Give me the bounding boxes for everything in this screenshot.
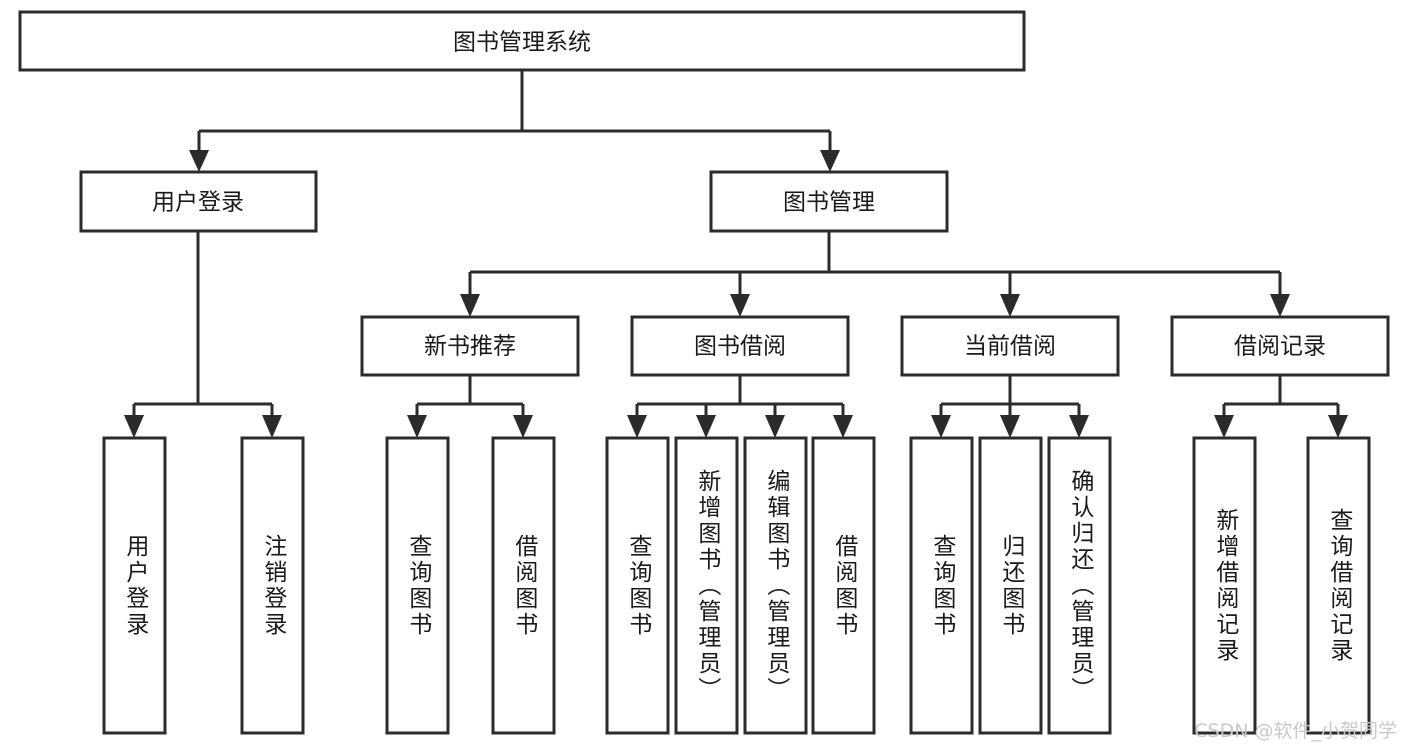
leaf-label-return-book: 归还图书 bbox=[997, 533, 1024, 638]
arrow-to-current-borrow bbox=[1000, 294, 1020, 317]
node-label-book-borrow: 图书借阅 bbox=[694, 334, 786, 360]
csdn-watermark: CSDN @软件_小贺同学 bbox=[1194, 720, 1397, 742]
connector-borrow-record-to-leaves bbox=[1222, 375, 1340, 417]
node-current-borrow[interactable] bbox=[900, 315, 1120, 377]
arrow-to-leaf-query-book-3 bbox=[931, 415, 951, 438]
connector-book-borrow-to-leaves bbox=[635, 375, 845, 417]
arrow-to-book-borrow bbox=[730, 294, 750, 317]
arrow-to-leaf-edit-book bbox=[765, 415, 785, 438]
arrow-to-book-management bbox=[820, 150, 840, 172]
arrow-to-leaf-logout bbox=[262, 415, 282, 438]
leaf-label-borrow-book-recommend: 借阅图书 bbox=[510, 533, 537, 638]
leaf-label-confirm-return: 确认归还（管理员） bbox=[1066, 468, 1093, 703]
connector-book-management-to-level3 bbox=[468, 231, 1282, 296]
node-label-current-borrow: 当前借阅 bbox=[964, 334, 1056, 360]
leaf-add-book[interactable] bbox=[674, 436, 739, 735]
leaf-label-edit-book: 编辑图书（管理员） bbox=[762, 468, 789, 703]
connector-new-book-recommend-to-leaves bbox=[415, 375, 525, 417]
leaf-label-query-borrow-record: 查询借阅记录 bbox=[1325, 507, 1352, 664]
leaf-logout[interactable] bbox=[240, 436, 305, 735]
node-user-login[interactable] bbox=[79, 170, 318, 233]
node-new-book-recommend[interactable] bbox=[360, 315, 580, 377]
leaf-user-login[interactable] bbox=[102, 436, 167, 735]
leaf-borrow-book-recommend[interactable] bbox=[491, 436, 556, 735]
leaf-borrow-book[interactable] bbox=[811, 436, 876, 735]
leaf-label-query-book-recommend: 查询图书 bbox=[404, 533, 431, 638]
arrow-to-leaf-query-borrow-record bbox=[1328, 415, 1348, 438]
leaf-label-borrow-book: 借阅图书 bbox=[830, 533, 857, 638]
leaf-query-book-borrow[interactable] bbox=[605, 436, 670, 735]
arrow-to-leaf-query-book-1 bbox=[407, 415, 427, 438]
connector-current-borrow-to-leaves bbox=[939, 375, 1081, 417]
arrow-to-leaf-return-book bbox=[1000, 415, 1020, 438]
connector-root-to-level2 bbox=[197, 70, 832, 152]
arrow-to-leaf-add-borrow-record bbox=[1214, 415, 1234, 438]
arrow-to-new-book-recommend bbox=[460, 294, 480, 317]
leaf-label-query-book-current: 查询图书 bbox=[928, 533, 955, 638]
leaf-query-borrow-record[interactable] bbox=[1306, 436, 1371, 735]
connector-user-login-to-leaves bbox=[132, 231, 274, 417]
leaf-return-book[interactable] bbox=[978, 436, 1043, 735]
node-label-borrow-record: 借阅记录 bbox=[1234, 334, 1326, 360]
arrow-to-leaf-confirm-return bbox=[1069, 415, 1089, 438]
leaf-confirm-return[interactable] bbox=[1047, 436, 1112, 735]
arrow-to-borrow-record bbox=[1270, 294, 1290, 317]
arrow-to-leaf-query-book-2 bbox=[627, 415, 647, 438]
leaf-add-borrow-record[interactable] bbox=[1192, 436, 1257, 735]
leaf-label-query-book-borrow: 查询图书 bbox=[624, 533, 651, 638]
node-label-book-management: 图书管理 bbox=[783, 190, 875, 216]
arrow-to-leaf-borrow-book-1 bbox=[513, 415, 533, 438]
node-label-root: 图书管理系统 bbox=[453, 30, 591, 56]
arrow-to-leaf-borrow-book-2 bbox=[833, 415, 853, 438]
leaf-label-add-book: 新增图书（管理员） bbox=[693, 468, 720, 703]
node-label-new-book-recommend: 新书推荐 bbox=[424, 334, 516, 360]
arrow-to-leaf-user-login bbox=[124, 415, 144, 438]
leaf-query-book-recommend[interactable] bbox=[385, 436, 450, 735]
leaf-label-user-login: 用户登录 bbox=[121, 533, 148, 638]
node-book-management-system[interactable] bbox=[18, 10, 1026, 72]
leaf-edit-book[interactable] bbox=[743, 436, 808, 735]
leaf-label-add-borrow-record: 新增借阅记录 bbox=[1211, 507, 1238, 664]
leaf-label-logout: 注销登录 bbox=[259, 533, 286, 638]
node-label-user-login: 用户登录 bbox=[152, 190, 244, 216]
arrow-to-user-login bbox=[189, 150, 209, 172]
leaf-query-book-current[interactable] bbox=[909, 436, 974, 735]
arrow-to-leaf-add-book bbox=[696, 415, 716, 438]
